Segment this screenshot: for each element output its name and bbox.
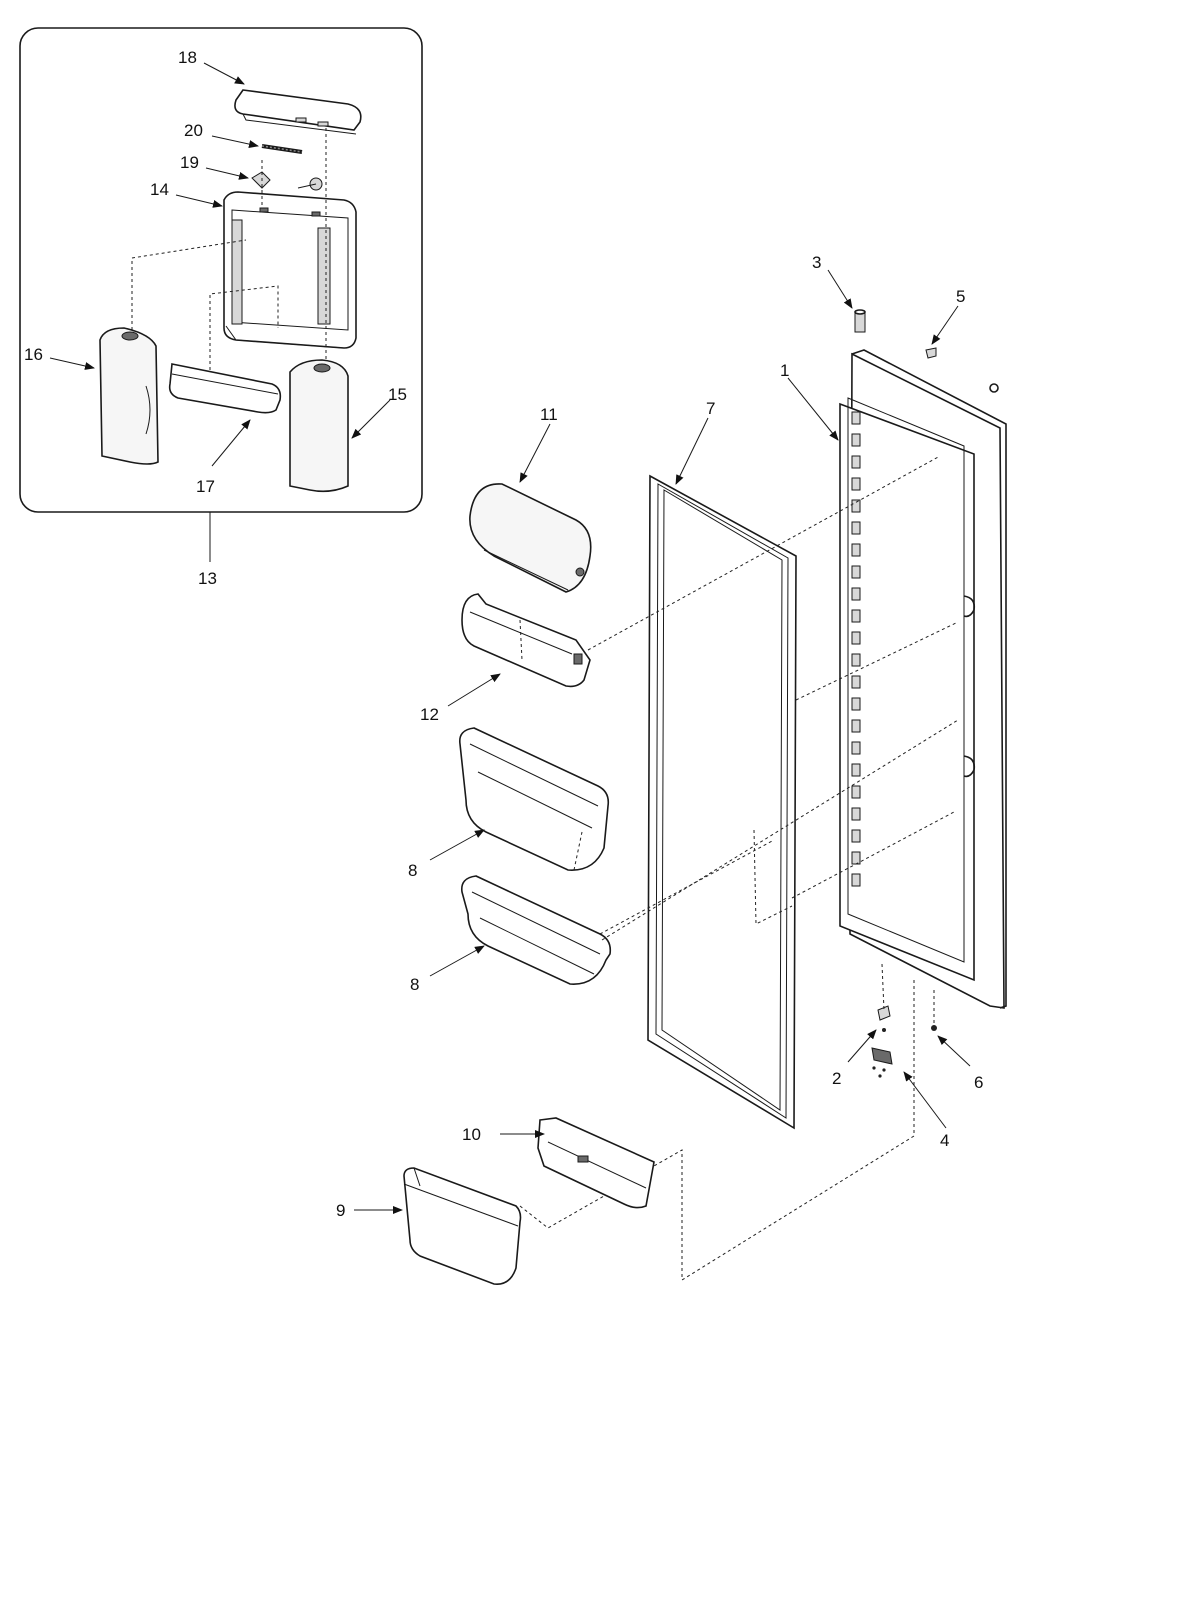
part-7-gasket — [647, 474, 797, 1130]
part-5-screw — [925, 347, 937, 359]
part-16-left-panel — [99, 327, 159, 465]
part-11-dairy-cover — [469, 483, 592, 593]
callout-11: 11 — [540, 405, 558, 424]
part-19-knob — [251, 171, 323, 191]
part-2-screw — [877, 1005, 891, 1032]
callout-16: 16 — [24, 345, 43, 364]
part-4-bracket — [871, 1047, 893, 1078]
part-17-tray — [168, 363, 282, 414]
callout-numbers: 18 20 19 14 16 15 17 13 3 5 1 7 11 12 8 … — [24, 48, 983, 1220]
callout-6: 6 — [974, 1073, 983, 1092]
door-shelf-slots — [851, 411, 861, 887]
callout-5: 5 — [956, 287, 965, 306]
callout-20: 20 — [184, 121, 203, 140]
part-1-door — [839, 349, 1007, 1009]
part-15-right-panel — [289, 359, 349, 493]
callout-8-lower: 8 — [410, 975, 419, 994]
callout-2: 2 — [832, 1069, 841, 1088]
callout-13: 13 — [198, 569, 217, 588]
part-8-bin-lower — [460, 875, 612, 985]
callout-10: 10 — [462, 1125, 481, 1144]
callout-19: 19 — [180, 153, 199, 172]
part-10-bin — [537, 1117, 655, 1209]
part-12-bin — [461, 593, 591, 688]
callout-leaders — [49, 62, 971, 1214]
part-6-screw — [931, 1025, 937, 1031]
callout-17: 17 — [196, 477, 215, 496]
part-20-rod — [261, 144, 303, 154]
callout-7: 7 — [706, 399, 715, 418]
inset-assembly-lines — [131, 128, 327, 400]
callout-15: 15 — [388, 385, 407, 404]
part-14-frame — [223, 191, 357, 349]
main-assembly-lines — [519, 455, 959, 1281]
callout-1: 1 — [780, 361, 789, 380]
callout-3: 3 — [812, 253, 821, 272]
callout-12: 12 — [420, 705, 439, 724]
part-8-bin-upper — [458, 727, 610, 871]
part-18-cover — [234, 89, 362, 135]
callout-4: 4 — [940, 1131, 949, 1150]
callout-18: 18 — [178, 48, 197, 67]
inset-assembly-box — [19, 27, 423, 562]
part-9-bucket — [403, 1167, 522, 1285]
part-3-hinge-pin — [854, 309, 866, 333]
callout-8-upper: 8 — [408, 861, 417, 880]
callout-14: 14 — [150, 180, 169, 199]
callout-9: 9 — [336, 1201, 345, 1220]
